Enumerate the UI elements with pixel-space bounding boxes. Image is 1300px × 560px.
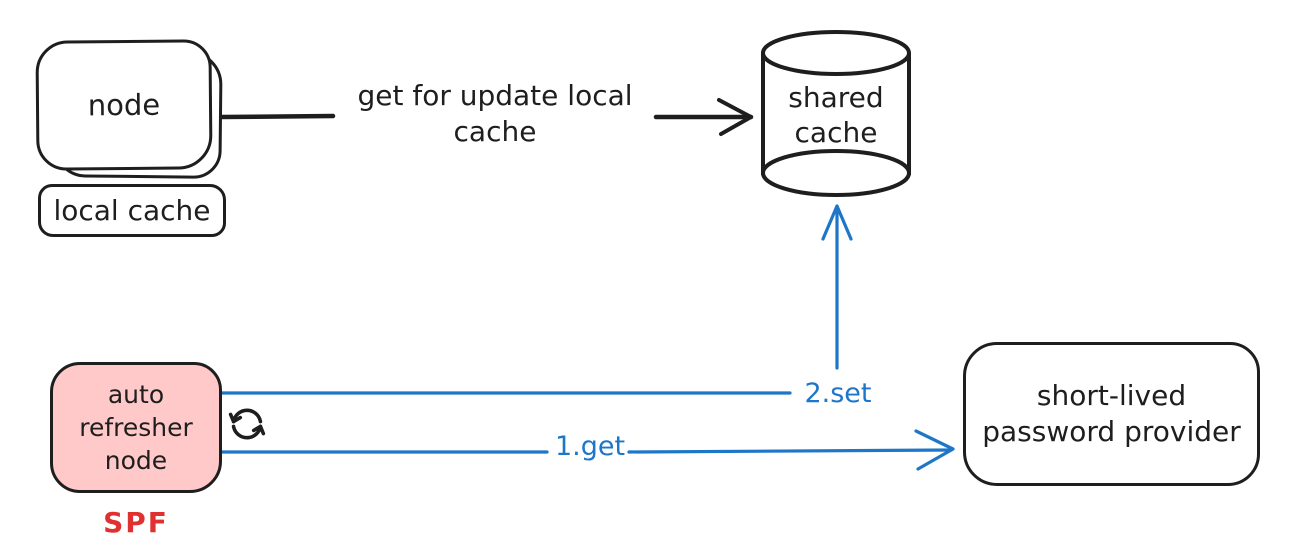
auto-refresher-box: auto refresher node xyxy=(50,362,222,493)
edge-get-for-update xyxy=(219,98,754,136)
password-provider-label: short-lived password provider xyxy=(982,379,1241,448)
edge-get xyxy=(220,429,955,471)
edge-label-set: 2.set xyxy=(804,378,872,409)
shared-cache-label: shared cache xyxy=(788,81,884,149)
edge-set xyxy=(220,204,853,395)
local-cache-label: local cache xyxy=(53,194,211,227)
password-provider-box: short-lived password provider xyxy=(963,342,1260,486)
local-cache-box: local cache xyxy=(38,184,226,237)
edge-label-get: 1.get xyxy=(554,431,626,462)
refresh-icon xyxy=(228,408,266,440)
shared-cache-cylinder xyxy=(761,30,911,197)
node-box: node xyxy=(35,39,213,171)
node-label: node xyxy=(87,87,161,123)
spf-tag: SPF xyxy=(103,506,169,539)
auto-refresher-label: auto refresher node xyxy=(79,380,193,475)
edge-label-get-for-update: get for update local cache xyxy=(357,79,633,148)
